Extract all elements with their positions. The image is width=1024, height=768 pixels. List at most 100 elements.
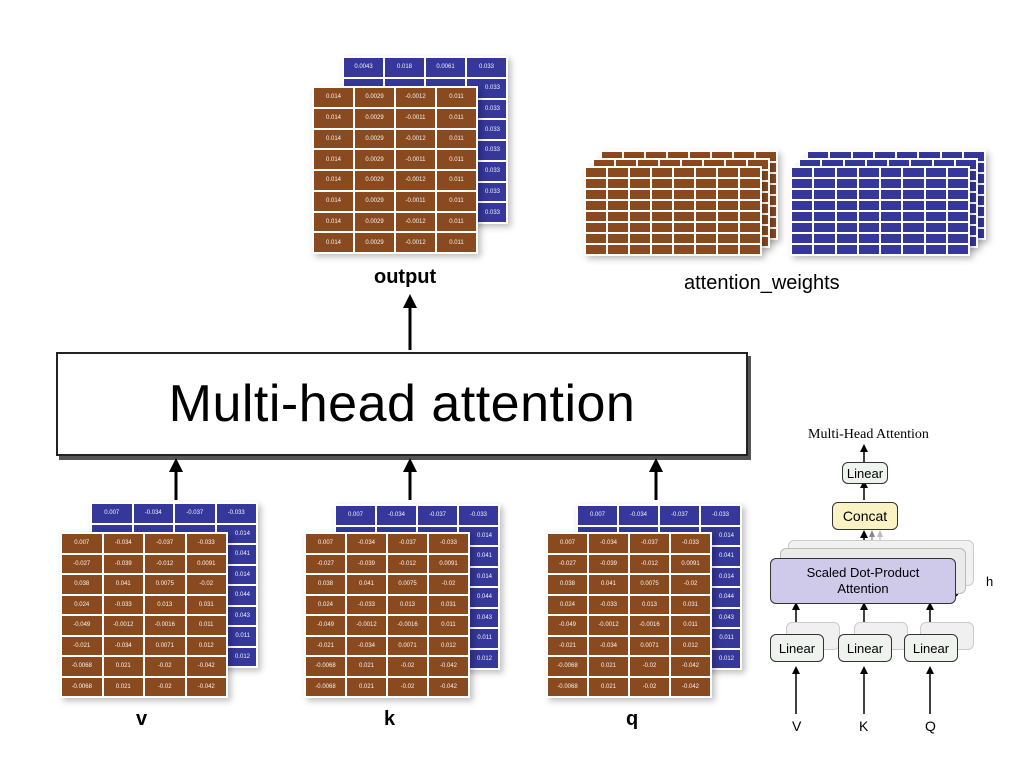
matrix-cell: -0.037 <box>174 503 216 524</box>
matrix-cell: 0.014 <box>313 87 354 108</box>
attention-cell <box>717 189 739 200</box>
attention-cell <box>924 222 947 233</box>
matrix-cell: 0.0043 <box>343 57 384 78</box>
attention-cell <box>880 178 903 189</box>
attention-cell <box>791 189 814 200</box>
matrix-cell: 0.0061 <box>425 57 466 78</box>
matrix-cell: 0.0029 <box>354 232 395 253</box>
attention-cell <box>857 244 880 255</box>
attention-cell <box>585 200 607 211</box>
attention-cell <box>835 244 858 255</box>
attention-cell <box>717 233 739 244</box>
matrix-cell: -0.021 <box>61 635 103 656</box>
matrix-cell: -0.033 <box>670 533 711 554</box>
attention-cell <box>651 211 673 222</box>
attention-cell <box>902 178 925 189</box>
input-k-label: K <box>859 718 869 734</box>
matrix-cell: -0.0068 <box>305 656 346 677</box>
matrix-cell: -0.0016 <box>144 615 186 636</box>
attention-cell <box>880 167 903 178</box>
attention-cell <box>835 211 858 222</box>
matrix-cell: -0.0012 <box>346 615 387 636</box>
matrix-cell: -0.012 <box>144 553 186 574</box>
attention-cell <box>924 178 947 189</box>
attention-cell <box>739 189 761 200</box>
matrix-cell: 0.012 <box>428 635 469 656</box>
matrix-cell: 0.0071 <box>629 635 670 656</box>
k-matrix-front: 0.007-0.034-0.037-0.033-0.027-0.039-0.01… <box>304 532 470 698</box>
attention-cell <box>607 222 629 233</box>
matrix-cell: -0.0012 <box>395 87 436 108</box>
matrix-cell: -0.0012 <box>395 170 436 191</box>
matrix-cell: 0.014 <box>313 149 354 170</box>
matrix-cell: -0.039 <box>102 553 144 574</box>
attention-cell <box>673 233 695 244</box>
attention-cell <box>924 167 947 178</box>
arrow-up-icon <box>403 458 417 500</box>
attention-cell <box>673 211 695 222</box>
linear-top-box: Linear <box>842 462 888 484</box>
arrow-up-icon <box>649 458 663 500</box>
attention-cell <box>946 233 969 244</box>
matrix-cell: -0.0011 <box>395 149 436 170</box>
matrix-cell: -0.0012 <box>588 615 629 636</box>
v-label: v <box>136 708 148 730</box>
attention-cell <box>902 222 925 233</box>
attention-cell <box>695 233 717 244</box>
matrix-cell: -0.0012 <box>395 128 436 150</box>
attention-cell <box>813 178 836 189</box>
matrix-cell: -0.0012 <box>395 232 436 253</box>
attention-cell <box>629 222 651 233</box>
attention-cell <box>673 244 695 255</box>
matrix-cell: -0.02 <box>144 676 186 697</box>
attention-cell <box>585 189 607 200</box>
matrix-cell: 0.021 <box>346 656 387 677</box>
matrix-cell: -0.034 <box>588 635 629 656</box>
attention-cell <box>813 167 836 178</box>
attention-cell <box>813 222 836 233</box>
sdpa-label-line1: Scaled Dot-Product <box>806 565 920 580</box>
attention-cell <box>673 222 695 233</box>
matrix-cell: -0.0011 <box>395 107 436 129</box>
matrix-cell: 0.038 <box>305 574 346 595</box>
attention-cell <box>791 211 814 222</box>
matrix-cell: -0.034 <box>376 505 417 526</box>
matrix-cell: 0.014 <box>313 128 354 150</box>
attention-cell <box>739 167 761 178</box>
attention-cell <box>651 222 673 233</box>
attention-cell <box>946 200 969 211</box>
matrix-cell: -0.033 <box>428 533 469 554</box>
attention-cell <box>607 189 629 200</box>
matrix-cell: 0.011 <box>436 211 477 233</box>
matrix-cell: -0.027 <box>547 553 588 574</box>
attention-cell <box>902 167 925 178</box>
v-matrix-front: 0.007-0.034-0.037-0.033-0.027-0.039-0.01… <box>60 532 228 698</box>
matrix-cell: -0.0012 <box>395 211 436 233</box>
attention-cell <box>835 178 858 189</box>
matrix-cell: -0.02 <box>387 656 428 677</box>
matrix-cell: 0.013 <box>629 594 670 615</box>
matrix-cell: 0.0075 <box>629 574 670 595</box>
matrix-cell: 0.011 <box>436 149 477 170</box>
attn-brown-front <box>584 166 762 256</box>
attention-cell <box>607 233 629 244</box>
matrix-cell: -0.021 <box>305 635 346 656</box>
attention-cell <box>585 233 607 244</box>
q-label: q <box>626 708 639 730</box>
q-matrix-front: 0.007-0.034-0.037-0.033-0.027-0.039-0.01… <box>546 532 712 698</box>
attention-cell <box>946 189 969 200</box>
attention-cell <box>651 167 673 178</box>
attention-cell <box>717 178 739 189</box>
attention-cell <box>902 233 925 244</box>
arrow-up-icon <box>169 458 183 500</box>
matrix-cell: 0.041 <box>588 574 629 595</box>
attention-cell <box>629 167 651 178</box>
matrix-cell: 0.011 <box>428 615 469 636</box>
matrix-cell: -0.0068 <box>61 656 103 677</box>
concat-box: Concat <box>832 502 898 530</box>
attention-cell <box>813 244 836 255</box>
attention-cell <box>857 211 880 222</box>
attention-cell <box>651 244 673 255</box>
matrix-cell: 0.007 <box>577 505 618 526</box>
